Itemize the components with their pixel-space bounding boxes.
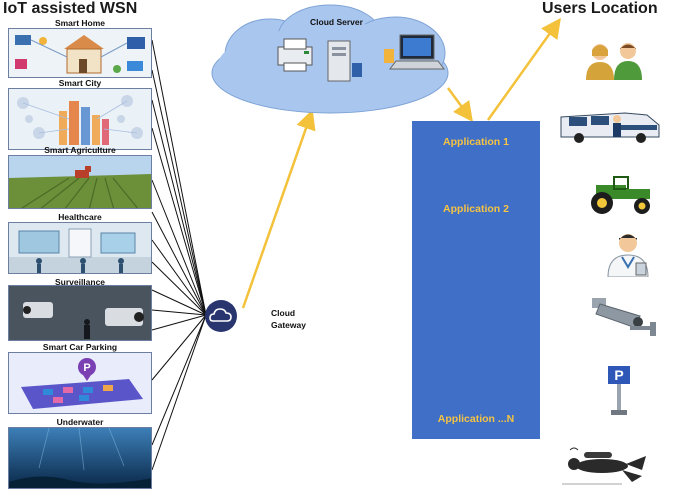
printer-icon <box>277 38 313 72</box>
cloud-to-application-arrow <box>446 87 473 123</box>
application-2: Application 2 <box>443 203 509 215</box>
application-to-users-arrow <box>486 17 561 121</box>
gateway-to-cloud-arrow <box>241 109 316 309</box>
family-icon <box>580 40 652 80</box>
surveillance-camera-icon <box>8 285 152 341</box>
parking-icon: P <box>8 352 152 414</box>
panel-label-smart-car-parking: Smart Car Parking <box>42 342 118 352</box>
cctv-camera-icon <box>590 296 662 338</box>
panel-label-smart-home: Smart Home <box>54 18 106 28</box>
healthcare-icon <box>8 222 152 274</box>
diver-icon <box>562 446 648 488</box>
application-column: Application 1 Application 2 Application … <box>412 121 540 439</box>
application-n: Application ...N <box>437 413 515 425</box>
panel-label-underwater: Underwater <box>56 417 104 427</box>
parking-sign-icon: P <box>603 364 635 416</box>
police-van-icon <box>555 107 665 143</box>
right-heading: Users Location <box>542 0 658 17</box>
panel-to-gateway-lines <box>151 39 207 471</box>
agriculture-field-icon <box>8 155 152 209</box>
laptop-icon <box>384 34 445 70</box>
panel-label-smart-agriculture: Smart Agriculture <box>44 145 116 155</box>
svg-text:P: P <box>614 367 623 383</box>
panel-label-healthcare: Healthcare <box>58 212 102 222</box>
panel-label-smart-city: Smart City <box>58 78 102 88</box>
smart-city-icon <box>8 88 152 150</box>
underwater-icon <box>8 427 152 489</box>
svg-text:P: P <box>83 362 90 374</box>
left-heading: IoT assisted WSN <box>3 0 138 17</box>
cloud-gateway-label-line2: Gateway <box>271 320 306 330</box>
doctor-icon <box>598 231 658 277</box>
application-1: Application 1 <box>443 136 509 148</box>
panel-label-surveillance: Surveillance <box>54 277 106 287</box>
cloud-gateway-icon <box>204 299 238 333</box>
server-tower-icon <box>327 40 362 82</box>
smart-home-icon <box>8 28 152 78</box>
tractor-icon <box>580 175 658 215</box>
cloud-server-label: Cloud Server <box>310 17 363 27</box>
cloud-gateway-label-line1: Cloud <box>271 308 296 318</box>
cloud-server <box>200 3 460 121</box>
